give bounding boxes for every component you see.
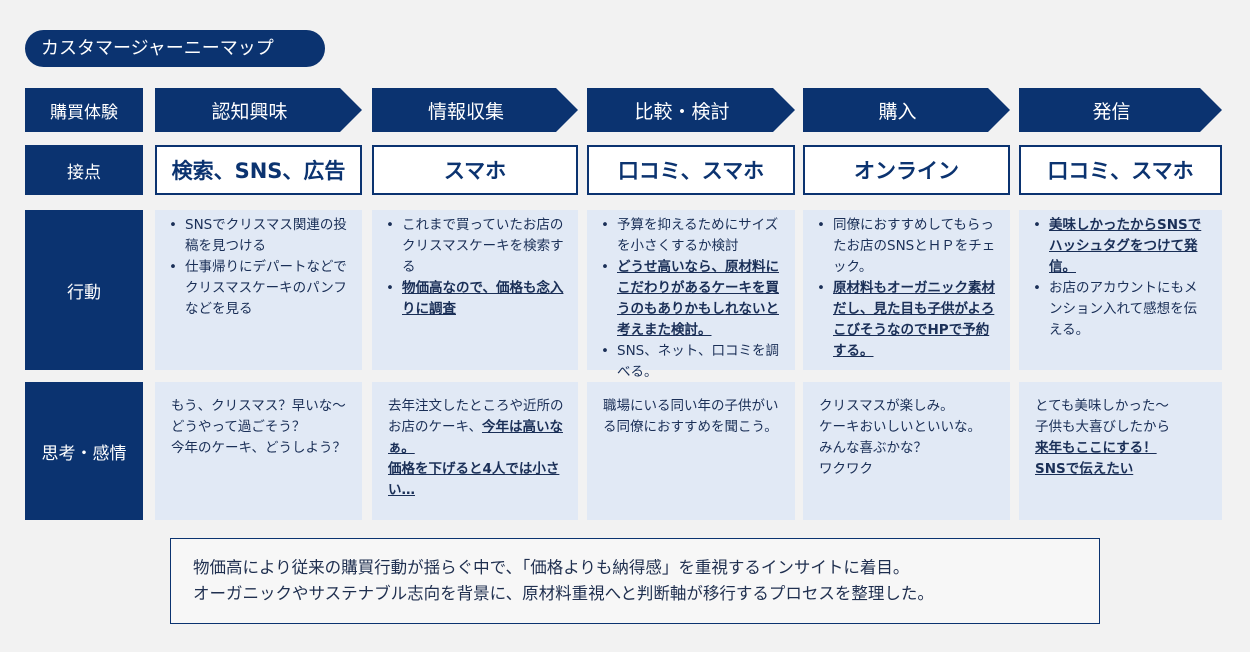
text: 今年のケーキ、どうしよう？ <box>171 440 346 456</box>
emotion-line: もう、クリスマス？早いな～ <box>171 396 348 417</box>
underlined-text: 美味しかったからSNSでハッシュタグをつけて発信。 <box>1049 217 1202 275</box>
underlined-text: 物価高なので、価格も念入りに調査 <box>402 280 564 317</box>
underlined-text: 価格を下げると4人では小さい… <box>388 461 560 498</box>
action-item: 物価高なので、価格も念入りに調査 <box>384 278 566 320</box>
emotion-line: とても美味しかった～ <box>1035 396 1208 417</box>
stage-1: 認知興味 <box>155 88 362 132</box>
emotion-line: ワクワク <box>819 459 996 480</box>
action-cell-3: 予算を抑えるためにサイズを小さくするか検討どうせ高いなら、原材料にこだわりがある… <box>587 210 795 380</box>
emotion-line: クリスマスが楽しみ。 <box>819 396 996 417</box>
action-item: 仕事帰りにデパートなどでクリスマスケーキのパンフなどを見る <box>167 257 350 320</box>
stage-4: 購入 <box>803 88 1010 132</box>
text: 同僚におすすめしてもらったお店のSNSとＨＰをチェック。 <box>833 217 996 275</box>
text: もう、クリスマス？早いな～ <box>171 398 346 414</box>
emotion-cell-5: とても美味しかった～ 子供も大喜びしたから来年もここにする！ SNSで伝えたい <box>1019 382 1222 520</box>
text: SNSでクリスマス関連の投稿を見つける <box>185 217 347 254</box>
emotion-line: 職場にいる同い年の子供がいる同僚におすすめを聞こう。 <box>603 396 781 438</box>
stage-3: 比較・検討 <box>587 88 795 132</box>
text: 予算を抑えるためにサイズを小さくするか検討 <box>617 217 779 254</box>
text: SNS、ネット、口コミを調べる。 <box>617 343 779 380</box>
text: お店のアカウントにもメンション入れて感想を伝える。 <box>1049 280 1198 338</box>
text: 仕事帰りにデパートなどでクリスマスケーキのパンフなどを見る <box>185 259 347 317</box>
action-list: 同僚におすすめしてもらったお店のSNSとＨＰをチェック。原材料もオーガニック素材… <box>815 215 998 362</box>
row-label-touch: 接点 <box>25 145 143 195</box>
emotion-line: 今年のケーキ、どうしよう？ <box>171 438 348 459</box>
row-label-emotion: 思考・感情 <box>25 382 143 520</box>
text: 子供も大喜びしたから <box>1035 419 1170 435</box>
row-label-action: 行動 <box>25 210 143 370</box>
emotion-line: ケーキおいしいといいな。 <box>819 417 996 438</box>
touchpoint-3: 口コミ、スマホ <box>587 145 795 195</box>
action-item: 美味しかったからSNSでハッシュタグをつけて発信。 <box>1031 215 1210 278</box>
touchpoint-5: 口コミ、スマホ <box>1019 145 1222 195</box>
emotion-cell-3: 職場にいる同い年の子供がいる同僚におすすめを聞こう。 <box>587 382 795 520</box>
stage-5: 発信 <box>1019 88 1222 132</box>
action-item: 原材料もオーガニック素材だし、見た目も子供がよろこびそうなのでHPで予約する。 <box>815 278 998 362</box>
action-list: 予算を抑えるためにサイズを小さくするか検討どうせ高いなら、原材料にこだわりがある… <box>599 215 783 383</box>
text: 職場にいる同い年の子供がいる同僚におすすめを聞こう。 <box>603 398 779 435</box>
action-item: SNS、ネット、口コミを調べる。 <box>599 341 783 383</box>
touchpoint-1: 検索、SNS、広告 <box>155 145 362 195</box>
underlined-text: SNSで伝えたい <box>1035 461 1134 477</box>
emotion-cell-2: 去年注文したところや近所のお店のケーキ、今年は高いなぁ。価格を下げると4人では小… <box>372 382 578 520</box>
touchpoint-2: スマホ <box>372 145 578 195</box>
text: みんな喜ぶかな？ <box>819 440 927 456</box>
action-item: どうせ高いなら、原材料にこだわりがあるケーキを買うのもありかもしれないと考えまた… <box>599 257 783 341</box>
emotion-line: 価格を下げると4人では小さい… <box>388 459 564 501</box>
action-item: 同僚におすすめしてもらったお店のSNSとＨＰをチェック。 <box>815 215 998 278</box>
emotion-line: 来年もここにする！ <box>1035 438 1208 459</box>
emotion-cell-1: もう、クリスマス？早いな～ どうやって過ごそう？ 今年のケーキ、どうしよう？ <box>155 382 362 520</box>
action-list: 美味しかったからSNSでハッシュタグをつけて発信。お店のアカウントにもメンション… <box>1031 215 1210 341</box>
text: とても美味しかった～ <box>1035 398 1169 414</box>
text: クリスマスが楽しみ。 <box>819 398 954 414</box>
text: これまで買っていたお店のクリスマスケーキを検索する <box>402 217 564 275</box>
text: ワクワク <box>819 461 873 477</box>
emotion-line: 去年注文したところや近所のお店のケーキ、今年は高いなぁ。 <box>388 396 564 459</box>
text: どうやって過ごそう？ <box>171 419 306 435</box>
stage-2: 情報収集 <box>372 88 578 132</box>
summary-box: 物価高により従来の購買行動が揺らぐ中で、「価格よりも納得感」を重視するインサイト… <box>170 538 1100 624</box>
emotion-cell-4: クリスマスが楽しみ。ケーキおいしいといいな。みんな喜ぶかな？ ワクワク <box>803 382 1010 520</box>
action-cell-1: SNSでクリスマス関連の投稿を見つける仕事帰りにデパートなどでクリスマスケーキの… <box>155 210 362 370</box>
summary-line: オーガニックやサステナブル志向を背景に、原材料重視へと判断軸が移行するプロセスを… <box>193 584 934 603</box>
action-item: お店のアカウントにもメンション入れて感想を伝える。 <box>1031 278 1210 341</box>
action-item: 予算を抑えるためにサイズを小さくするか検討 <box>599 215 783 257</box>
action-list: これまで買っていたお店のクリスマスケーキを検索する物価高なので、価格も念入りに調… <box>384 215 566 320</box>
action-cell-5: 美味しかったからSNSでハッシュタグをつけて発信。お店のアカウントにもメンション… <box>1019 210 1222 370</box>
text: ケーキおいしいといいな。 <box>819 419 981 435</box>
summary-line: 物価高により従来の購買行動が揺らぐ中で、「価格よりも納得感」を重視するインサイト… <box>193 558 910 577</box>
underlined-text: 今年は高いなぁ。 <box>388 419 563 456</box>
underlined-text: 原材料もオーガニック素材だし、見た目も子供がよろこびそうなのでHPで予約する。 <box>833 280 995 359</box>
emotion-line: みんな喜ぶかな？ <box>819 438 996 459</box>
action-cell-2: これまで買っていたお店のクリスマスケーキを検索する物価高なので、価格も念入りに調… <box>372 210 578 370</box>
emotion-line: SNSで伝えたい <box>1035 459 1208 480</box>
touchpoint-4: オンライン <box>803 145 1010 195</box>
action-cell-4: 同僚におすすめしてもらったお店のSNSとＨＰをチェック。原材料もオーガニック素材… <box>803 210 1010 370</box>
text: 去年注文したところや近所のお店のケーキ、 <box>388 398 564 435</box>
map-title: カスタマージャーニーマップ <box>25 30 325 67</box>
action-item: SNSでクリスマス関連の投稿を見つける <box>167 215 350 257</box>
action-list: SNSでクリスマス関連の投稿を見つける仕事帰りにデパートなどでクリスマスケーキの… <box>167 215 350 320</box>
underlined-text: 来年もここにする！ <box>1035 440 1157 456</box>
underlined-text: どうせ高いなら、原材料にこだわりがあるケーキを買うのもありかもしれないと考えまた… <box>617 259 779 338</box>
action-item: これまで買っていたお店のクリスマスケーキを検索する <box>384 215 566 278</box>
emotion-line: 子供も大喜びしたから <box>1035 417 1208 438</box>
emotion-line: どうやって過ごそう？ <box>171 417 348 438</box>
row-label-stage: 購買体験 <box>25 88 143 132</box>
